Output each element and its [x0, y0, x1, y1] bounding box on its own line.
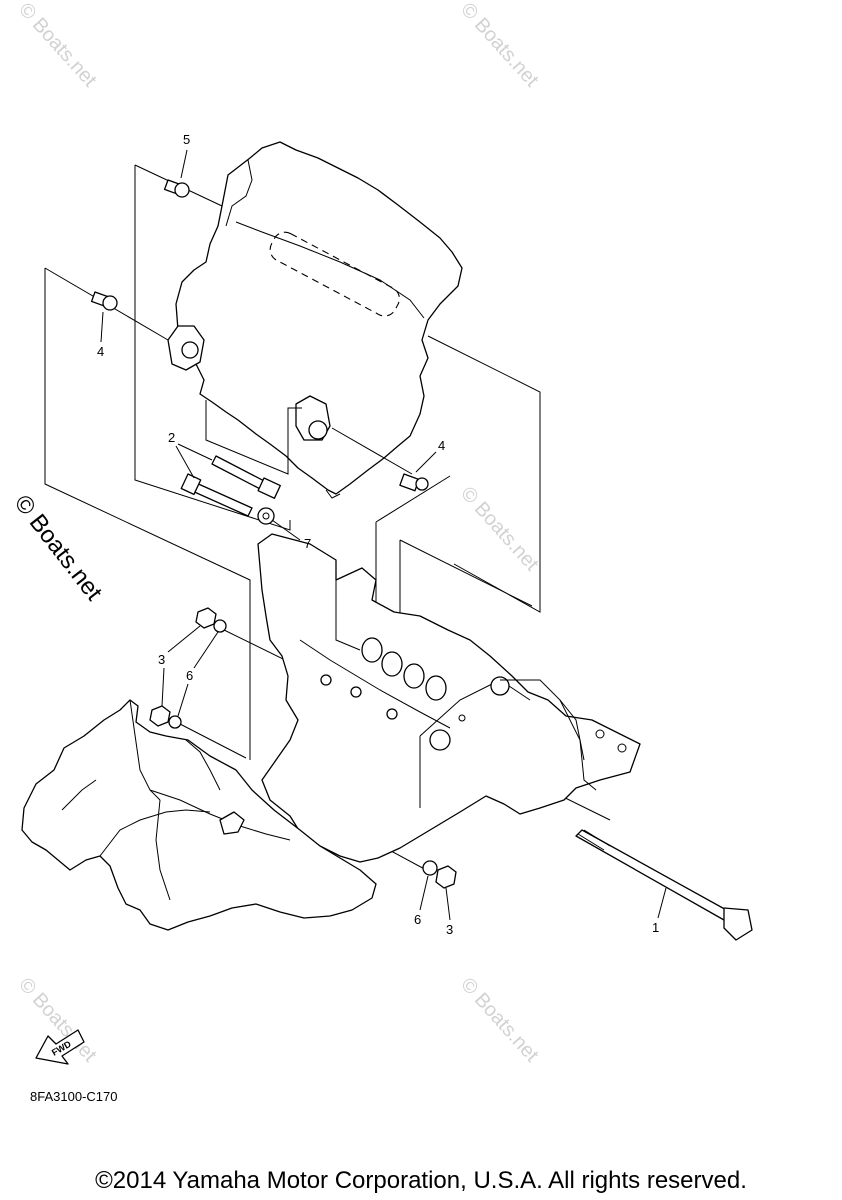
callout-3-upper: 3: [158, 652, 165, 667]
diagram-code: 8FA3100-C170: [30, 1089, 118, 1104]
mount-bracket: [257, 533, 641, 863]
frame-body: [21, 699, 377, 931]
bolt-5: [163, 179, 190, 198]
bolt-4-upper: [90, 291, 118, 311]
callout-4-upper: 4: [97, 344, 104, 359]
hardware: [90, 179, 753, 941]
callout-3-lower: 3: [446, 922, 453, 937]
callout-1: 1: [652, 920, 659, 935]
watermark-top-right: © Boats.net: [456, 0, 543, 92]
bolts-2: [180, 455, 281, 517]
callout-6-lower: 6: [414, 912, 421, 927]
washer-7: [257, 507, 275, 525]
nut-3-left: [149, 705, 182, 729]
fwd-arrow-icon: FWD: [35, 1029, 85, 1065]
watermark-bottom-right: © Boats.net: [456, 974, 543, 1067]
long-through-bolt-1: [575, 829, 753, 941]
callout-7: 7: [304, 536, 311, 551]
copyright-notice: ©2014 Yamaha Motor Corporation, U.S.A. A…: [95, 1167, 747, 1194]
engine-block: [167, 141, 463, 499]
nut-3-lower: [422, 860, 457, 889]
callout-6-upper: 6: [186, 668, 193, 683]
callout-4-lower: 4: [438, 438, 445, 453]
callout-5: 5: [183, 132, 190, 147]
bolt-4-lower: [399, 473, 429, 492]
watermark-top-left: © Boats.net: [14, 0, 101, 92]
callout-2: 2: [168, 430, 175, 445]
watermark-mid-right: © Boats.net: [456, 483, 543, 576]
callouts: 5 4 2 4 7 3 6 6 3 1: [97, 132, 667, 937]
nut-3-upper: [195, 607, 227, 633]
